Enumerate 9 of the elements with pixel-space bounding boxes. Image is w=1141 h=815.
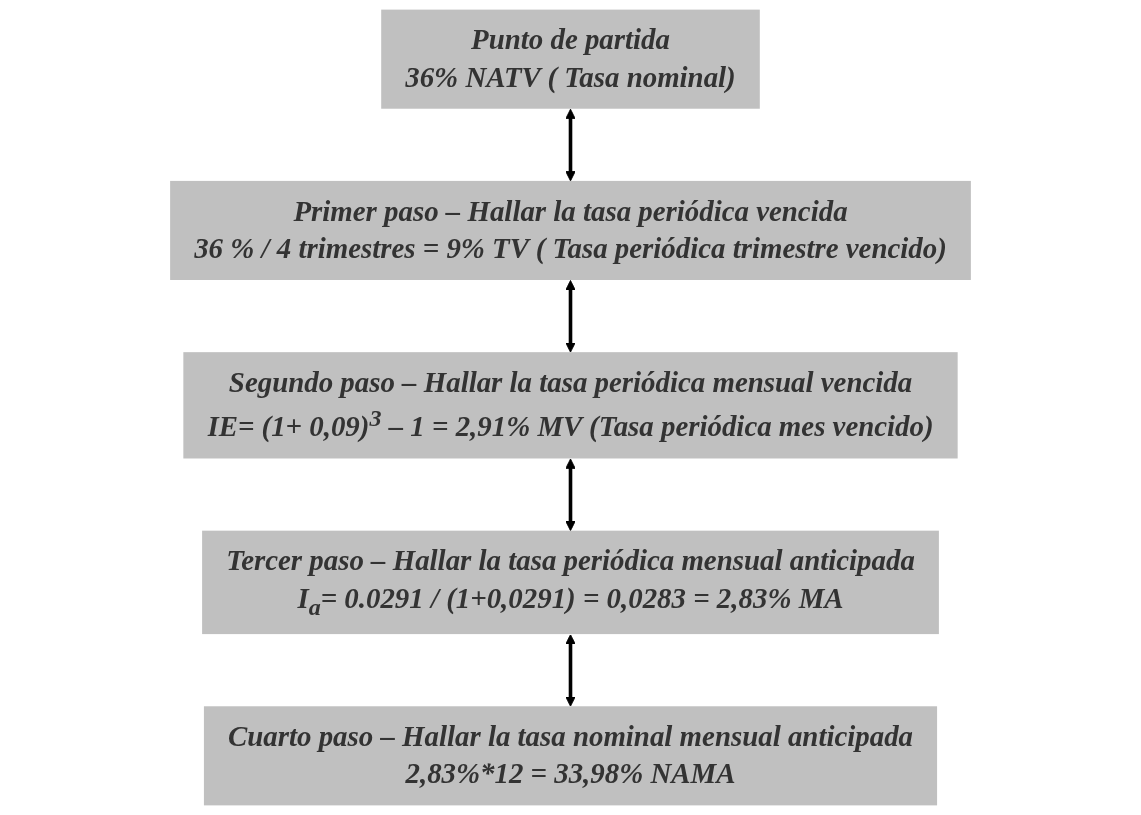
node-box: Punto de partida 36% NATV ( Tasa nominal)	[381, 9, 760, 109]
node-box: Segundo paso – Hallar la tasa periódica mensual vencida IE= (1+ 0,09)$^{3}$ – 1 = 2,91% MV (Tasa periódica mes vencido)	[183, 352, 958, 459]
arrow	[565, 634, 576, 707]
arrow	[565, 458, 576, 532]
node-box: Primer paso – Hallar la tasa periódica vencida 36 % / 4 trimestres = 9% TV ( Tasa periódica trimestre vencido)	[170, 180, 971, 280]
arrow	[565, 108, 576, 182]
node-box: Tercer paso – Hallar la tasa periódica mensual anticipada I$_{a}$= 0.0291 / (1+0,0291) = 0,0283 = 2,83% MA	[202, 530, 939, 635]
arrow	[565, 280, 576, 353]
node-box: Cuarto paso – Hallar la tasa nominal mensual anticipada 2,83%*12 = 33,98% NAMA	[203, 706, 938, 806]
